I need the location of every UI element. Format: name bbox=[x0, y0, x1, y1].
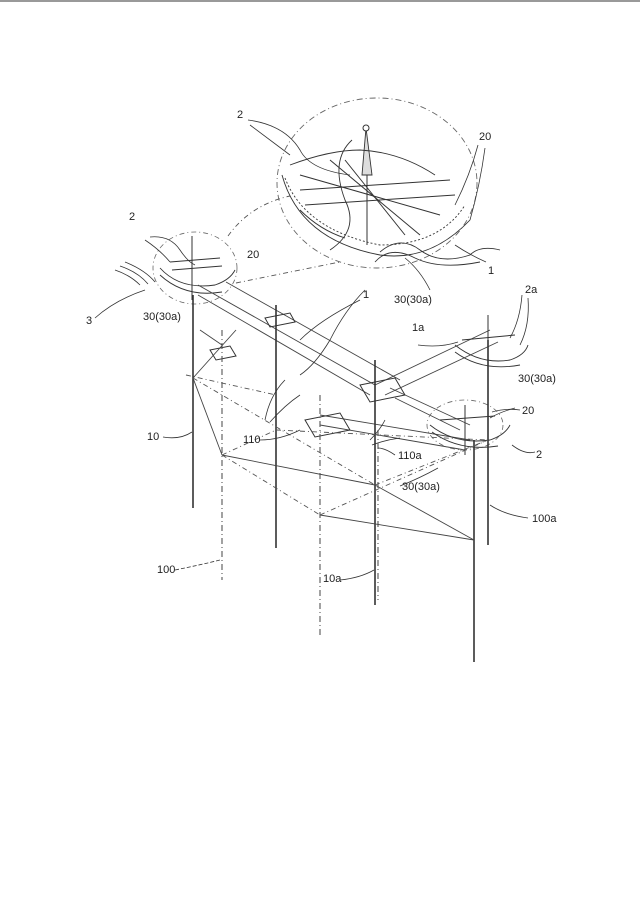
wind-indicator bbox=[95, 262, 155, 318]
label-20-top: 20 bbox=[479, 131, 491, 143]
detail-mast-cap bbox=[363, 125, 369, 131]
label-1-mid: 1 bbox=[363, 289, 369, 301]
label-3: 3 bbox=[86, 315, 92, 327]
label-30-top: 30(30a) bbox=[394, 294, 432, 306]
middle-leads bbox=[265, 290, 400, 445]
label-20-left: 20 bbox=[247, 249, 259, 261]
label-2-left: 2 bbox=[129, 211, 135, 223]
label-2-right: 2 bbox=[536, 449, 542, 461]
label-100: 100 bbox=[157, 564, 175, 576]
label-30-right: 30(30a) bbox=[518, 373, 556, 385]
label-2-top: 2 bbox=[237, 109, 243, 121]
label-1-top: 1 bbox=[488, 265, 494, 277]
label-10: 10 bbox=[147, 431, 159, 443]
left-unit bbox=[145, 232, 237, 304]
detail-mast bbox=[362, 128, 372, 175]
upper-frame bbox=[198, 282, 498, 450]
detail-view bbox=[228, 98, 500, 283]
detail-connector-upper bbox=[228, 196, 290, 236]
right-unit-lower bbox=[427, 400, 535, 455]
label-110a: 110a bbox=[398, 450, 423, 462]
label-2a: 2a bbox=[525, 284, 538, 296]
label-20-right: 20 bbox=[522, 405, 534, 417]
label-10a: 10a bbox=[323, 573, 342, 585]
label-100a: 100a bbox=[532, 513, 557, 525]
label-1a: 1a bbox=[412, 322, 425, 334]
label-110: 110 bbox=[243, 434, 261, 446]
detail-connector-lower bbox=[236, 262, 340, 283]
label-30-left: 30(30a) bbox=[143, 311, 181, 323]
detail-circle bbox=[277, 98, 477, 268]
